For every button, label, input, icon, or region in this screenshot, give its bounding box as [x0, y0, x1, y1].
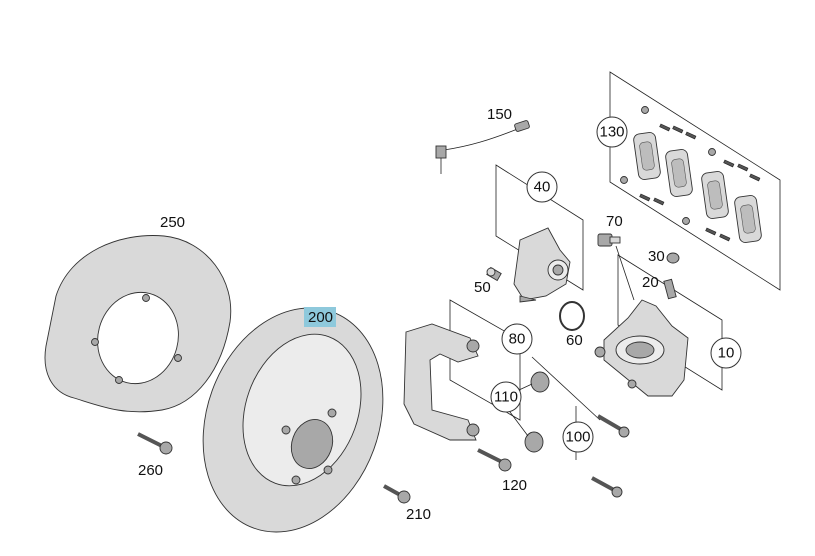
bleed-cap[interactable] — [666, 252, 680, 264]
label-210: 210 — [406, 506, 431, 523]
label-20: 20 — [642, 274, 659, 291]
brake-pad-kit-group: 130 — [596, 71, 781, 291]
disc-screw[interactable] — [383, 484, 411, 504]
guide-bolt[interactable] — [591, 476, 623, 498]
callout-110 — [490, 381, 522, 413]
parking-brake-actuator[interactable] — [513, 227, 571, 303]
pad-clips — [639, 123, 761, 242]
brake-pad[interactable] — [701, 171, 729, 220]
wear-sensor[interactable] — [435, 120, 530, 174]
label-30: 30 — [648, 248, 665, 265]
label-60: 60 — [566, 332, 583, 349]
label-70: 70 — [606, 213, 623, 230]
callout-80 — [501, 323, 533, 355]
leader-80 — [531, 356, 601, 421]
pad-bolts — [620, 106, 716, 225]
dust-shield[interactable] — [44, 235, 232, 413]
label-200: 200 — [308, 309, 333, 326]
label-110: 110 — [494, 389, 518, 406]
caliper-carrier[interactable] — [403, 323, 480, 441]
bolt-50[interactable] — [486, 266, 502, 282]
shield-bolt[interactable] — [137, 432, 173, 455]
leader-40 — [495, 164, 584, 291]
label-100: 100 — [565, 429, 590, 446]
highlight-200 — [304, 307, 336, 327]
bolt-120[interactable] — [477, 448, 512, 472]
seal-ring[interactable] — [559, 301, 585, 331]
label-120: 120 — [502, 477, 527, 494]
guide-bolt[interactable] — [596, 414, 630, 438]
label-80: 80 — [509, 331, 526, 348]
callout-10 — [710, 337, 742, 369]
brake-caliper[interactable] — [594, 299, 689, 397]
label-260: 260 — [138, 462, 163, 479]
bleed-screw[interactable] — [663, 278, 677, 300]
pad-kit-frame — [609, 71, 781, 291]
brake-pad[interactable] — [633, 132, 661, 181]
label-250: 250 — [160, 214, 185, 231]
callout-40 — [526, 171, 558, 203]
label-50: 50 — [474, 279, 491, 296]
callout-100 — [562, 421, 594, 453]
brake-pad[interactable] — [665, 149, 693, 198]
brake-pad[interactable] — [734, 195, 762, 244]
bolt-70[interactable] — [597, 233, 621, 247]
leader-10 — [617, 254, 723, 391]
label-10: 10 — [718, 345, 735, 362]
guide-bellows[interactable] — [524, 371, 550, 453]
label-40: 40 — [534, 179, 551, 196]
callout-130 — [596, 116, 628, 148]
label-130: 130 — [599, 124, 624, 141]
leader-70 — [615, 245, 635, 301]
label-150: 150 — [487, 106, 512, 123]
